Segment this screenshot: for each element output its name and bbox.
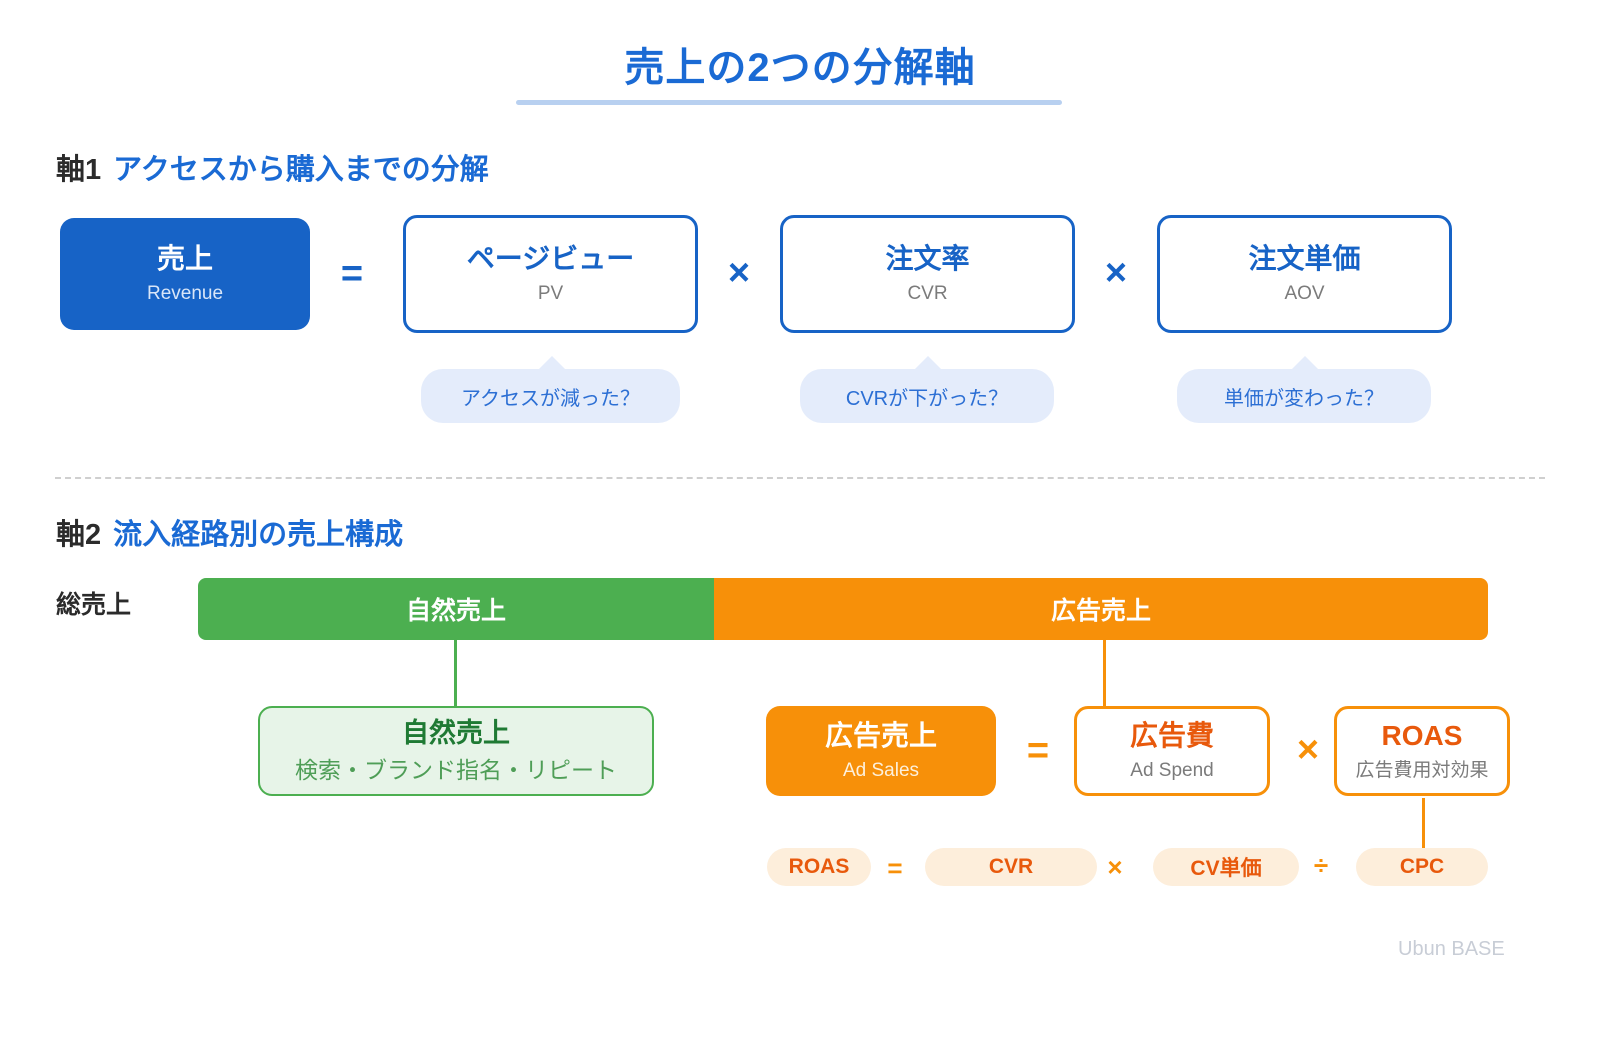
axis1-number: 軸1: [56, 154, 102, 186]
roas-title: ROAS: [1381, 719, 1463, 751]
axis1-multiply-operator-2: ×: [1104, 252, 1128, 294]
bar-segment-ad[interactable]: 広告売上: [714, 578, 1488, 640]
ad-sales-title: 広告売上: [824, 719, 937, 751]
axis1-pv-sub: PV: [537, 283, 564, 305]
organic-detail-title: 自然売上: [402, 718, 510, 749]
ad-spend-sub: Ad Spend: [1130, 760, 1214, 782]
ad-sales-sub: Ad Sales: [842, 760, 920, 782]
axis1-revenue-box[interactable]: 売上 Revenue: [60, 218, 310, 330]
bar-segment-organic[interactable]: 自然売上: [198, 578, 714, 640]
axis1-aov-sub: AOV: [1284, 283, 1325, 305]
axis1-cvr-title: 注文率: [885, 242, 970, 274]
axis1-cvr-box[interactable]: 注文率 CVR: [780, 215, 1075, 333]
roas-sub: 広告費用対効果: [1355, 760, 1489, 782]
axis1-cvr-sub: CVR: [907, 283, 948, 305]
axis1-pv-title: ページビュー: [466, 242, 635, 274]
axis2-heading-text: 流入経路別の売上構成: [113, 519, 404, 551]
axis1-heading-text: アクセスから購入までの分解: [113, 154, 489, 186]
ad-equals-operator: =: [1026, 730, 1050, 772]
roas-box[interactable]: ROAS 広告費用対効果: [1334, 706, 1510, 796]
roas-formula-term-roas[interactable]: ROAS: [767, 848, 871, 886]
axis1-equals-operator: =: [340, 253, 364, 295]
axis1-aov-title: 注文単価: [1248, 242, 1361, 274]
axis1-multiply-operator-1: ×: [727, 252, 751, 294]
axis2-number: 軸2: [56, 519, 102, 551]
total-sales-label: 総売上: [56, 591, 132, 619]
axis1-bubble-aov: 単価が変わった？: [1177, 356, 1431, 423]
axis1-pv-box[interactable]: ページビュー PV: [403, 215, 698, 333]
ad-multiply-operator: ×: [1296, 729, 1320, 771]
roas-formula-term-cvr[interactable]: CVR: [925, 848, 1097, 886]
roas-formula-operator-equals: =: [887, 853, 903, 883]
axis1-bubble-cvr: CVRが下がった？: [800, 356, 1054, 423]
title-underline: [516, 100, 1062, 105]
connector-roas-to-cpc: [1422, 798, 1425, 852]
axis1-heading: 軸1 アクセスから購入までの分解: [56, 146, 489, 188]
watermark: Ubun BASE: [1398, 938, 1505, 960]
roas-formula-operator-multiply: ×: [1107, 852, 1123, 882]
organic-detail-box[interactable]: 自然売上 検索・ブランド指名・リピート: [258, 706, 654, 796]
ad-sales-box[interactable]: 広告売上 Ad Sales: [766, 706, 996, 796]
ad-spend-box[interactable]: 広告費 Ad Spend: [1074, 706, 1270, 796]
connector-ad: [1103, 640, 1106, 707]
ad-spend-title: 広告費: [1129, 719, 1214, 751]
roas-formula-term-cpc[interactable]: CPC: [1356, 848, 1488, 886]
axis1-aov-box[interactable]: 注文単価 AOV: [1157, 215, 1452, 333]
organic-detail-sub: 検索・ブランド指名・リピート: [295, 757, 617, 784]
section-divider: [55, 477, 1545, 479]
axis1-revenue-title: 売上: [156, 242, 213, 274]
axis1-revenue-sub: Revenue: [146, 283, 224, 305]
page-title: 売上の2つの分解軸: [624, 46, 976, 90]
axis2-heading: 軸2 流入経路別の売上構成: [56, 511, 403, 553]
axis1-bubble-pv: アクセスが減った？: [421, 356, 680, 423]
roas-formula-term-cv-unit-price[interactable]: CV単価: [1153, 848, 1299, 886]
connector-organic: [454, 640, 457, 707]
roas-formula-operator-divide: ÷: [1313, 850, 1329, 880]
